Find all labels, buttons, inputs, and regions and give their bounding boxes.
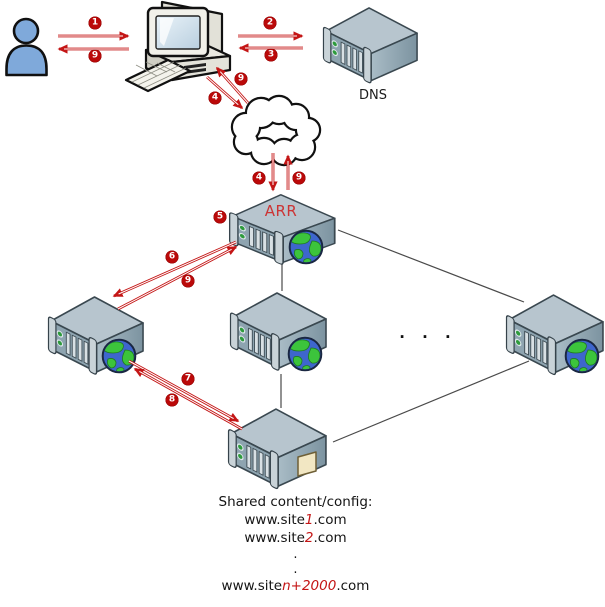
arrow-step6-arr-to-web-server	[112, 240, 237, 298]
arr-server-label: ARR	[264, 202, 298, 220]
step-badge-3: 3	[264, 48, 278, 62]
connector-arr-to-right-server	[337, 229, 525, 303]
user-icon	[5, 17, 48, 77]
step-badge-4: 4	[252, 171, 266, 185]
site-url-n: www.siten+2000.com	[158, 577, 433, 595]
site-url-1: www.site1.com	[158, 511, 433, 529]
site-suffix: .com	[313, 530, 347, 546]
connector-bottom-to-right-server	[332, 360, 530, 443]
step-badge-9: 9	[234, 72, 248, 86]
document-icon	[297, 451, 317, 477]
arrow-step9-web-server-to-arr	[117, 245, 238, 311]
arrow-step8-storage-to-web-server	[133, 367, 243, 431]
more-servers-ellipsis: . . .	[399, 324, 457, 342]
site-prefix: www.site	[221, 578, 283, 594]
site-suffix: .com	[313, 512, 347, 528]
globe-icon	[290, 231, 323, 265]
shared-content-heading: Shared content/config:	[218, 494, 373, 510]
step-badge-9: 9	[88, 49, 102, 63]
arrow-step7-web-server-to-storage	[128, 359, 240, 423]
floppy-slot	[184, 63, 206, 69]
step-badge-9: 9	[181, 274, 195, 288]
step-badge-5: 5	[213, 210, 227, 224]
step-badge-7: 7	[181, 372, 195, 386]
site-prefix: www.site	[244, 530, 305, 546]
globe-icon	[289, 338, 322, 372]
site-variable: 2	[304, 530, 314, 546]
dns-server-icon	[322, 7, 418, 85]
site-variable: n+2000	[282, 578, 337, 594]
globe-icon	[103, 340, 136, 374]
step-badge-4: 4	[208, 91, 222, 105]
step-badge-8: 8	[165, 393, 179, 407]
dns-server-label: DNS	[359, 88, 387, 103]
arrow-step4-computer-to-cloud	[206, 75, 244, 110]
site-url-2: www.site2.com	[158, 529, 433, 547]
shared-storage-server-icon	[227, 408, 327, 491]
floppy-slot	[184, 68, 206, 74]
globe-icon	[566, 340, 599, 374]
site-variable: 1	[304, 512, 314, 528]
keyboard-keys	[131, 61, 187, 89]
continuation-dot: .	[293, 547, 298, 562]
step-badge-9: 9	[292, 171, 306, 185]
desktop-computer-icon	[124, 0, 232, 93]
site-suffix: .com	[336, 578, 370, 594]
step-badge-6: 6	[165, 250, 179, 264]
site-prefix: www.site	[244, 512, 305, 528]
shared-content-caption: Shared content/config: www.site1.com www…	[158, 493, 433, 595]
step-badge-2: 2	[263, 16, 277, 30]
screen-shine	[160, 18, 174, 46]
arrow-step9-cloud-to-computer	[215, 66, 250, 104]
connector-lines	[280, 229, 530, 443]
internet-cloud-icon	[230, 94, 322, 167]
flow-arrows	[57, 31, 304, 431]
step-badge-1: 1	[88, 16, 102, 30]
continuation-dot: .	[293, 562, 298, 577]
